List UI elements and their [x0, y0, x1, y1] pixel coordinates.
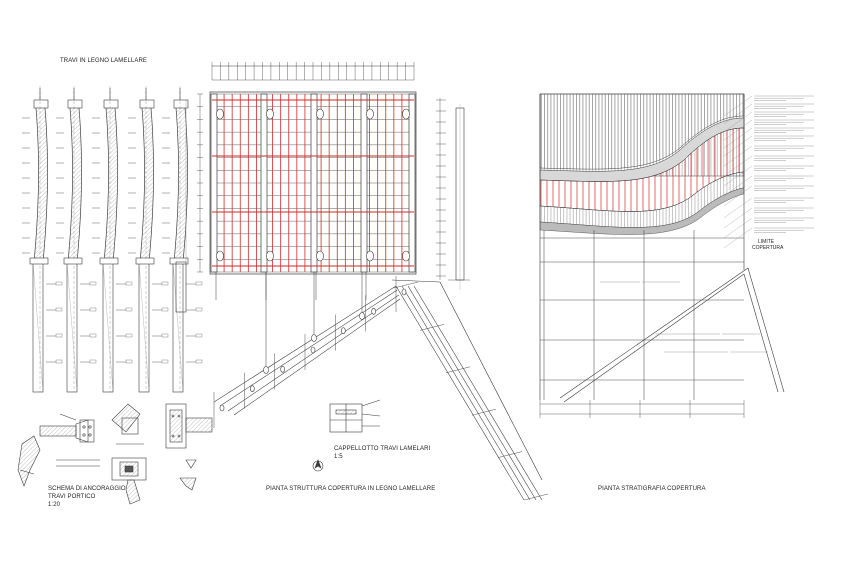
anchor-subtitle: TRAVI PORTICO — [48, 494, 96, 500]
anchor-details — [17, 403, 213, 505]
anchor-title: SCHEMA DI ANCORAGGIO — [48, 486, 126, 492]
north-arrow-icon — [312, 459, 324, 472]
anchor-detail-3 — [165, 403, 213, 491]
anchor-detail-1 — [17, 413, 100, 487]
limit-sublabel: COPERTURA — [752, 245, 784, 251]
beam-elevation — [92, 86, 133, 393]
anchor-detail-2 — [111, 403, 147, 505]
roof-structure-plan — [197, 62, 549, 501]
plan-title: PIANTA STRUTTURA COPERTURA IN LEGNO LAME… — [266, 486, 436, 492]
cap-scale: 1:5 — [334, 454, 343, 460]
strat-title: PIANTA STRATIGRAFIA COPERTURA — [598, 486, 706, 492]
anchor-scale: 1:20 — [48, 502, 61, 508]
beam-elevation — [128, 86, 169, 393]
beam-elevation — [22, 86, 63, 393]
column-elevation — [175, 100, 187, 313]
beams-title: TRAVI IN LEGNO LAMELLARE — [60, 58, 147, 64]
cap-detail — [312, 399, 381, 472]
inclined-portal — [213, 272, 549, 501]
laminated-beams-elevations — [22, 86, 203, 393]
limit-label: LIMITE — [758, 239, 775, 245]
cap-title: CAPPELLOTTO TRAVI LAMELARI — [334, 446, 431, 452]
beam-elevation — [56, 86, 97, 393]
roof-stratigraphy-plan — [539, 93, 814, 418]
beam-elevation — [162, 86, 203, 393]
